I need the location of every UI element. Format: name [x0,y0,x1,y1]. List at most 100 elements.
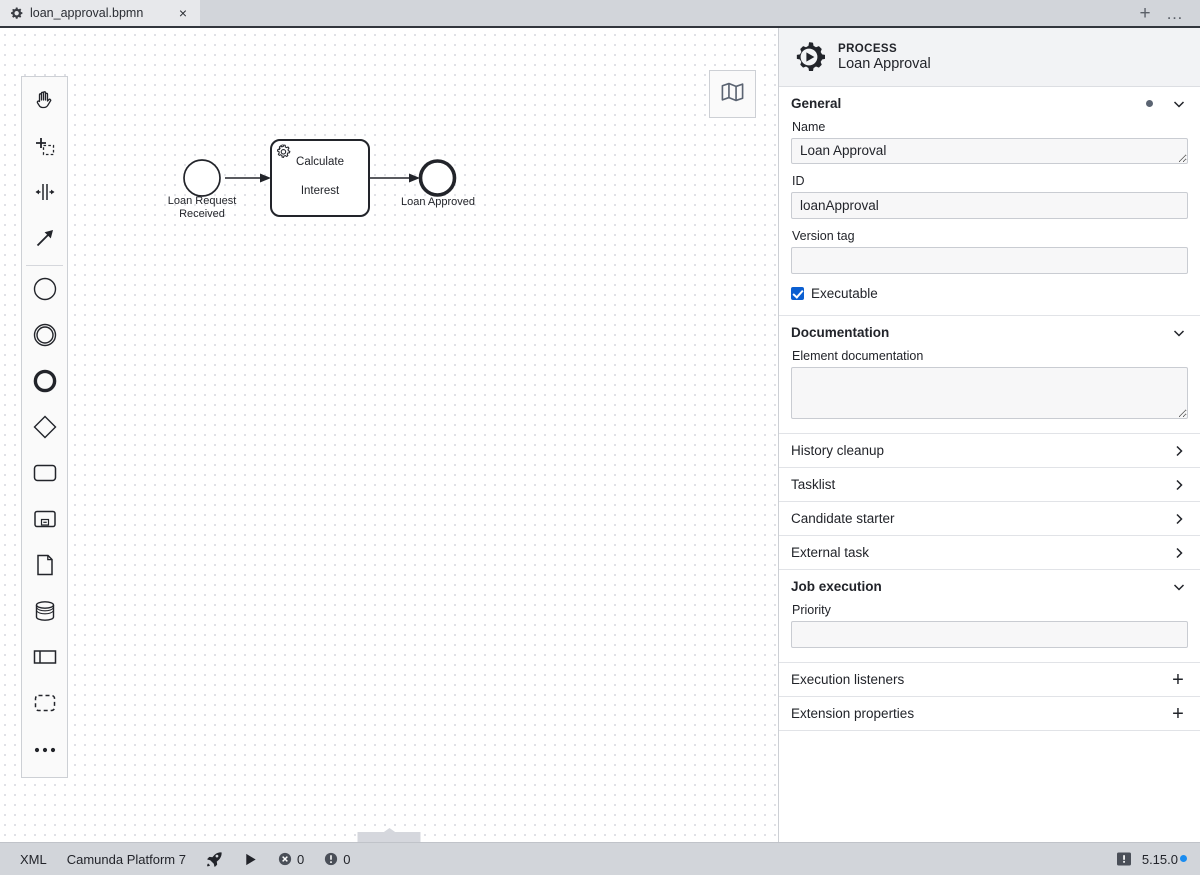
participant-icon [32,644,58,675]
palette-hand-tool[interactable] [22,79,67,125]
palette-create-participant[interactable] [22,636,67,682]
error-count-button[interactable]: 0 [268,847,314,871]
intermediate-event-icon [32,322,58,353]
properties-groups-scroll[interactable]: General Name ID [779,87,1200,842]
log-panel-button[interactable] [1106,847,1142,871]
xml-view-button[interactable]: XML [10,847,57,871]
gear-icon [10,6,23,20]
group-external-task-title: External task [791,545,870,560]
engine-profile-button[interactable]: Camunda Platform 7 [57,847,196,871]
field-priority: Priority [791,603,1188,648]
chevron-down-icon [1172,97,1186,111]
start-event-shape [183,159,221,197]
palette-create-group[interactable] [22,682,67,728]
start-event-icon [32,276,58,307]
ellipsis-icon: … [1166,3,1184,23]
tab-close-icon[interactable]: × [178,5,188,21]
deploy-button[interactable] [196,847,233,871]
version-tag-input[interactable] [791,247,1188,274]
properties-panel-header: PROCESS Loan Approval [779,28,1200,87]
element-documentation-input[interactable] [791,367,1188,419]
palette-create-start-event[interactable] [22,268,67,314]
group-documentation-title: Documentation [791,325,890,340]
palette-lasso-tool[interactable] [22,125,67,171]
group-job-execution: Job execution Priority [779,570,1200,663]
log-panel-icon [1116,851,1132,867]
chevron-right-icon [1172,444,1186,458]
gateway-icon [32,414,58,445]
service-task-gears-icon [276,144,291,158]
service-task-label-line2: Interest [300,185,340,197]
rocket-icon [206,851,223,868]
palette-create-data-store[interactable] [22,590,67,636]
bottom-panel-handle[interactable] [357,828,421,842]
bpmn-canvas[interactable]: Loan Request Received Calculate Interest… [0,28,779,842]
group-history-cleanup-header[interactable]: History cleanup [779,434,1200,467]
executable-checkbox[interactable] [791,287,804,300]
plus-icon: + [1139,2,1151,24]
run-button[interactable] [233,847,268,871]
palette-create-subprocess[interactable] [22,498,67,544]
palette-create-gateway[interactable] [22,406,67,452]
version-indicator[interactable]: 5.15.0 [1142,852,1189,867]
name-input[interactable] [791,138,1188,164]
hand-icon [33,88,57,117]
chevron-down-icon [1172,580,1186,594]
group-job-execution-header[interactable]: Job execution [779,570,1200,603]
group-tasklist-title: Tasklist [791,477,836,492]
service-task-label-line1: Calculate [296,156,344,168]
group-documentation-header[interactable]: Documentation [779,316,1200,349]
palette-space-tool[interactable] [22,171,67,217]
palette-create-end-event[interactable] [22,360,67,406]
add-execution-listener-button[interactable]: + [1172,668,1184,691]
tab-bar-actions: + … [1132,0,1200,26]
chevron-down-icon [1172,326,1186,340]
new-tab-button[interactable]: + [1132,2,1158,24]
process-gear-icon [793,41,825,73]
chevron-right-icon [1172,478,1186,492]
end-event-shape [418,159,457,197]
group-external-task-header[interactable]: External task [779,536,1200,569]
start-event-label: Loan Request Received [167,195,237,220]
palette-more-button[interactable] [22,728,67,774]
chevron-right-icon [1172,512,1186,526]
group-execution-listeners-title: Execution listeners [791,672,905,687]
group-general-header[interactable]: General [779,87,1200,120]
warning-icon [324,852,338,866]
id-input[interactable] [791,192,1188,219]
palette-create-intermediate-event[interactable] [22,314,67,360]
properties-header-text: PROCESS Loan Approval [838,43,931,72]
minimap-toggle-button[interactable] [709,70,756,118]
add-extension-property-button[interactable]: + [1172,702,1184,725]
version-tag-field-label: Version tag [792,229,855,243]
priority-input[interactable] [791,621,1188,648]
group-tasklist: Tasklist [779,468,1200,502]
lasso-icon [33,134,57,163]
chevron-right-icon [1172,546,1186,560]
palette-create-data-object[interactable] [22,544,67,590]
xml-label: XML [20,851,47,867]
group-general-body: Name ID Version tag [779,120,1200,315]
play-icon [243,852,258,867]
group-extension-properties-header[interactable]: Extension properties + [779,697,1200,730]
tab-overflow-menu-button[interactable]: … [1162,2,1188,24]
bpmn-palette [21,76,68,778]
group-candidate-starter-header[interactable]: Candidate starter [779,502,1200,535]
element-name-label: Loan Approval [838,55,931,72]
palette-global-connect-tool[interactable] [22,217,67,263]
palette-create-task[interactable] [22,452,67,498]
group-tasklist-header[interactable]: Tasklist [779,468,1200,501]
warning-count-button[interactable]: 0 [314,847,360,871]
sequence-flow-2 [369,173,420,183]
properties-panel: PROCESS Loan Approval General [779,28,1200,842]
group-general-title: General [791,96,842,111]
subprocess-icon [32,506,58,537]
platform-label: Camunda Platform 7 [66,851,186,867]
executable-checkbox-label: Executable [811,286,878,301]
group-extension-properties: Extension properties + [779,697,1200,731]
tab-loan-approval[interactable]: loan_approval.bpmn × [0,0,200,26]
field-id: ID [791,174,1188,219]
ellipsis-icon [32,742,58,760]
group-execution-listeners-header[interactable]: Execution listeners + [779,663,1200,696]
